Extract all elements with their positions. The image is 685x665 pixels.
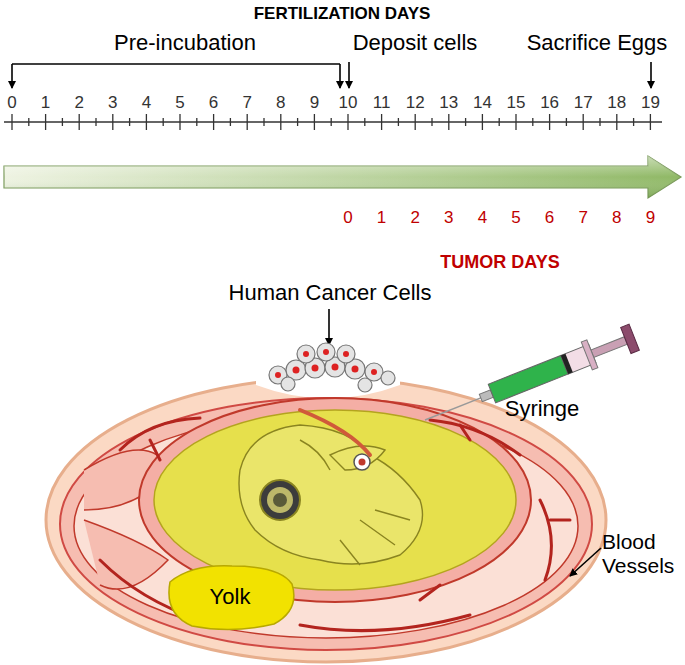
node-text: Yolk [210, 584, 251, 610]
tumor-day-number: 0 [343, 208, 352, 228]
day-number: 10 [339, 93, 358, 113]
day-ruler [4, 114, 662, 130]
day-number: 15 [507, 93, 526, 113]
tumor-day-number: 3 [444, 208, 453, 228]
day-number: 7 [242, 93, 251, 113]
day-number: 9 [310, 93, 319, 113]
day-number: 8 [276, 93, 285, 113]
tumor-day-number: 5 [511, 208, 520, 228]
syringe-drawing [419, 323, 639, 434]
tumor-day-number: 8 [612, 208, 621, 228]
day-number: 13 [439, 93, 458, 113]
day-number: 3 [108, 93, 117, 113]
tumor-day-number: 9 [646, 208, 655, 228]
yolk-sac: Yolk [162, 562, 298, 632]
day-number: 16 [540, 93, 559, 113]
day-number: 17 [574, 93, 593, 113]
day-number: 19 [641, 93, 660, 113]
day-number: 2 [74, 93, 83, 113]
tumor-day-number: 4 [478, 208, 487, 228]
timeline-markers [12, 62, 651, 88]
tumor-day-number: 2 [410, 208, 419, 228]
tumor-day-number: 1 [377, 208, 386, 228]
day-number: 11 [373, 93, 391, 113]
part-label: Blood Vessels [602, 530, 682, 578]
tumor-day-number: 6 [545, 208, 554, 228]
day-number: 6 [209, 93, 218, 113]
day-number: 0 [7, 93, 16, 113]
day-number: 1 [41, 93, 50, 113]
phase-label: Pre-incubation [114, 30, 256, 55]
egg-drawing [46, 343, 606, 662]
phase-label: Sacrifice Eggs [527, 30, 668, 55]
phase-label: Deposit cells [353, 30, 478, 55]
timeline-arrow [4, 156, 681, 198]
day-number: 14 [473, 93, 492, 113]
part-label: Human Cancer Cells [229, 280, 432, 305]
day-number: 4 [142, 93, 151, 113]
leader-arrow [570, 548, 601, 576]
day-number: 5 [175, 93, 184, 113]
part-label: Syringe [505, 396, 580, 421]
axis-title: TUMOR DAYS [440, 252, 559, 273]
day-number: 12 [406, 93, 425, 113]
leader-arrow [328, 309, 330, 345]
diagram-title: FERTILIZATION DAYS [254, 4, 431, 24]
tumor-day-number: 7 [578, 208, 587, 228]
day-number: 18 [607, 93, 626, 113]
